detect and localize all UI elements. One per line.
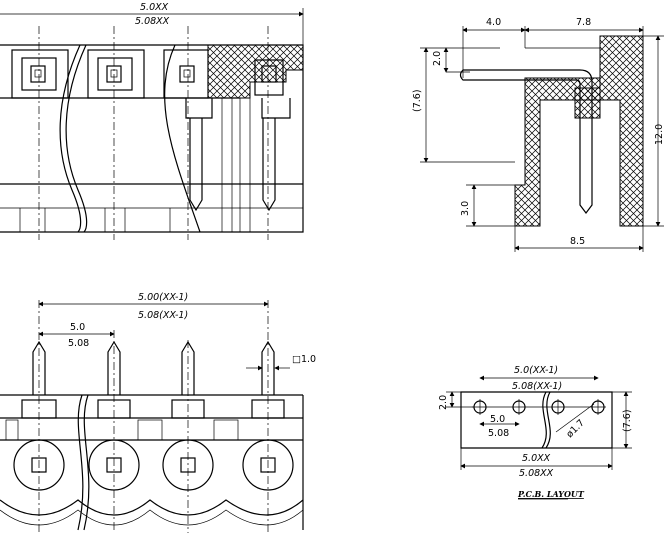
bottom-span-dim-2: 5.08(XX-1) <box>138 310 188 321</box>
side-dim-total-height: 12.0 <box>654 124 665 145</box>
side-dim-pin-offset: 2.0 <box>432 51 443 66</box>
side-view: 4.0 7.8 2.0 (7.6) 3.0 12.0 8.5 <box>412 17 665 252</box>
bottom-pin-square: □1.0 <box>292 354 316 365</box>
pcb-layout: 5.0(XX-1) 5.08(XX-1) 2.0 5.0 5.08 ø1.7 (… <box>438 365 633 500</box>
pcb-row-offset: 2.0 <box>438 395 449 410</box>
front-overall-dim-2: 5.08XX <box>135 16 170 27</box>
front-overall-dim-1: 5.0XX <box>140 2 169 13</box>
pcb-pitch-1: 5.0 <box>490 414 505 425</box>
pcb-overall-2: 5.08XX <box>519 468 554 479</box>
side-dim-top-right: 7.8 <box>576 17 591 28</box>
pcb-span-dim-2: 5.08(XX-1) <box>512 381 562 392</box>
bottom-pitch-2: 5.08 <box>68 338 89 349</box>
bottom-pitch-1: 5.0 <box>70 322 85 333</box>
side-dim-height-ref: (7.6) <box>412 89 423 112</box>
pcb-span-dim-1: 5.0(XX-1) <box>514 365 558 376</box>
pcb-overall-1: 5.0XX <box>522 453 551 464</box>
bottom-span-dim-1: 5.00(XX-1) <box>138 292 188 303</box>
pcb-hole-dia: ø1.7 <box>564 418 587 441</box>
front-view: 5.0XX 5.08XX <box>0 2 304 240</box>
pcb-layout-title: P.C.B. LAYOUT <box>517 489 585 499</box>
side-dim-top-left: 4.0 <box>486 17 501 28</box>
side-dim-depth: 8.5 <box>570 236 585 247</box>
pcb-height-ref: (7.6) <box>622 409 633 432</box>
side-dim-bottom-height: 3.0 <box>460 201 471 216</box>
pcb-pitch-2: 5.08 <box>488 428 509 439</box>
bottom-view: 5.00(XX-1) 5.08(XX-1) 5.0 5.08 □1.0 <box>0 292 316 533</box>
